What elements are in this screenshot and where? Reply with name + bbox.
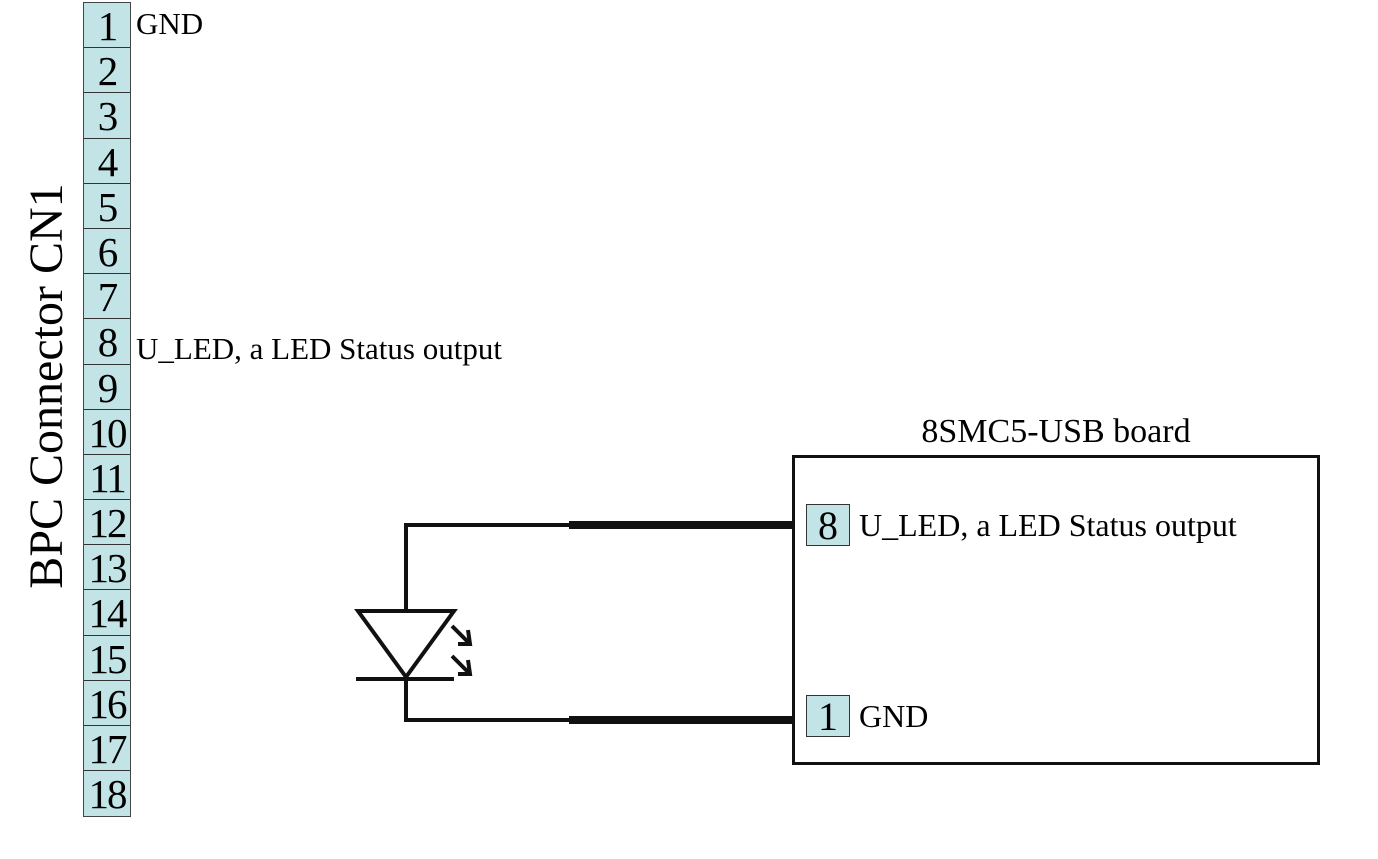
connector-pin-7: 7 <box>84 274 130 320</box>
connector-pin-1: 1 <box>84 3 130 49</box>
connector-pin-column: 1 2 3 4 5 6 7 8 9 10 11 12 13 14 15 16 1… <box>83 2 131 818</box>
light-emission-arrows-icon <box>450 624 473 676</box>
connector-pin-8-label: U_LED, a LED Status output <box>136 331 502 366</box>
wire-cathode-thin <box>404 678 570 722</box>
wire-u-led <box>404 521 793 609</box>
connector-pin-14: 14 <box>84 590 130 636</box>
connector-pin-11: 11 <box>84 455 130 501</box>
connector-pin-6: 6 <box>84 229 130 275</box>
connector-pin-4: 4 <box>84 139 130 184</box>
connector-pin-5: 5 <box>84 184 130 229</box>
connector-pin-15: 15 <box>84 636 130 681</box>
wire-anode-thin <box>404 523 570 609</box>
connector-pin-12: 12 <box>84 500 130 546</box>
connector-pin-2: 2 <box>84 48 130 94</box>
led-triangle <box>354 609 458 681</box>
connector-pin-3: 3 <box>84 93 130 139</box>
board-pin-8-label: U_LED, a LED Status output <box>859 507 1237 543</box>
board-pin-1: 1 <box>806 695 850 738</box>
wire-gnd <box>404 678 793 724</box>
connector-pin-9: 9 <box>84 365 130 410</box>
connector-pin-18: 18 <box>88 771 128 817</box>
board-box: 8 U_LED, a LED Status output 1 GND <box>792 455 1320 765</box>
board-pin-8: 8 <box>806 504 850 547</box>
connector-pin-17: 17 <box>84 726 130 772</box>
connector-pin-8: 8 <box>84 319 130 365</box>
board-pin-1-label: GND <box>859 698 929 734</box>
connector-pin-16: 16 <box>84 681 130 726</box>
connector-pin-10: 10 <box>84 410 130 455</box>
board-title: 8SMC5-USB board <box>921 413 1191 450</box>
led-diode-icon <box>354 609 473 681</box>
connector-pin-1-label: GND <box>136 6 204 41</box>
connector-pin-13: 13 <box>84 545 130 591</box>
